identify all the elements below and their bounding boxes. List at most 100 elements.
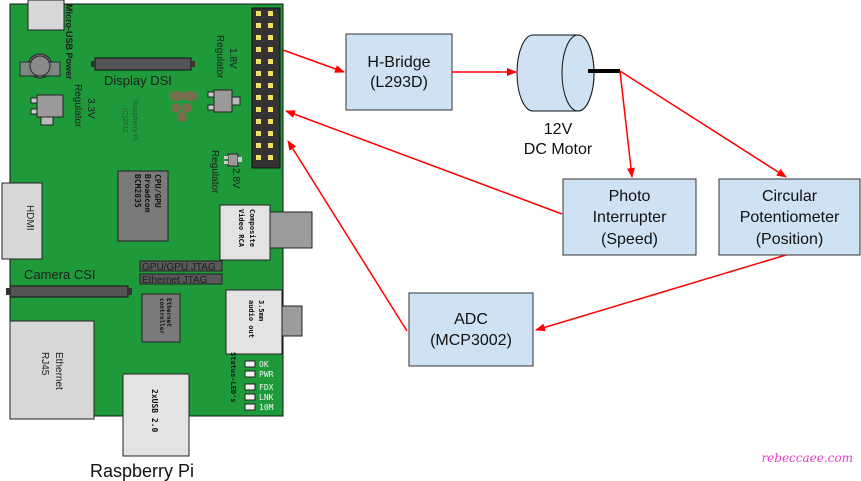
gpio-header (251, 7, 281, 169)
camera-csi-label: Camera CSI (24, 267, 96, 282)
photo-label-1: Photo (609, 188, 651, 205)
ethernet-controller (141, 293, 181, 343)
gpio-pin (268, 131, 273, 136)
usb-label: 2xUSB 2.0 (150, 389, 159, 433)
status-led (244, 360, 256, 368)
gpio-pin (256, 47, 261, 52)
status-led-label: FDX (259, 383, 274, 392)
arrow-photo-to-pi (285, 110, 563, 215)
hdmi-label: HDMI (24, 205, 35, 231)
reg-33v-label: Regulator (72, 84, 83, 128)
hbridge-label-2: (L293D) (370, 74, 428, 91)
arrow-motor-to-photo (619, 70, 635, 178)
gpio-pin (268, 83, 273, 88)
cpu-label-1: CPU/GPU (153, 174, 162, 208)
audio-label-2: audio out (247, 300, 255, 338)
raspberry-pi-board: Micro-USB Power 3.3V Regulator Display D… (1, 0, 313, 457)
eth-ctrl-label-2: controller (158, 298, 165, 335)
gpio-pin (256, 35, 261, 40)
pot-label-3: (Position) (756, 231, 824, 248)
logo-text-b: (C)2011 (121, 108, 128, 133)
micro-usb-label: Micro-USB Power (64, 4, 74, 80)
status-led-label: OK (259, 360, 269, 369)
gpio-pin (268, 155, 273, 160)
gpio-pin (268, 95, 273, 100)
composite-label-1: Composite (248, 209, 256, 247)
reg-33v-value: 3.3V (85, 98, 96, 119)
adc-label-2: (MCP3002) (430, 332, 512, 349)
micro-usb-connector (27, 0, 65, 31)
gpio-pin (256, 59, 261, 64)
pot-label-2: Potentiometer (740, 209, 840, 226)
adc-block: ADC (MCP3002) (408, 292, 534, 367)
composite-rca (219, 204, 271, 261)
photo-label-2: Interrupter (593, 209, 667, 226)
reg-28v-value: 2.8V (230, 168, 241, 189)
raspberry-logo (169, 91, 198, 122)
gpio-pin (268, 35, 273, 40)
eth-jtag-strip (139, 273, 223, 285)
cpu-chip (117, 170, 169, 242)
gpu-jtag-label: GPU/GPU JTAG (142, 262, 216, 273)
gpio-pin (256, 155, 261, 160)
status-led (244, 383, 256, 391)
audio-jack (225, 289, 283, 355)
gpio-pin (256, 83, 261, 88)
eth-jtag-label: Ethernet JTAG (142, 275, 208, 286)
audio-label-1: 3.5mm (257, 300, 265, 321)
hbridge-block: H-Bridge (L293D) (345, 33, 453, 111)
gpio-pin (256, 131, 261, 136)
camera-csi-connector (9, 285, 129, 298)
cpu-label-2: Broadcom (143, 174, 152, 213)
gpu-jtag-strip (139, 260, 223, 272)
motor-label-1: 12V (544, 121, 573, 138)
regulator-28v (227, 153, 239, 167)
gpio-pin (268, 23, 273, 28)
status-leds-label: Status-LED's (229, 352, 237, 403)
gpio-pin (268, 119, 273, 124)
cpu-label-3: BCM2835 (133, 174, 142, 208)
regulator-33v (36, 94, 64, 118)
ethernet-label-1: Ethernet (53, 352, 64, 390)
connection-arrows (282, 49, 787, 332)
arrow-gpio-to-hbridge (282, 49, 345, 73)
pot-label-1: Circular (762, 188, 818, 205)
gpio-pin (256, 107, 261, 112)
hdmi-port (1, 182, 43, 260)
gpio-pin (268, 47, 273, 52)
gpio-pin (256, 143, 261, 148)
logo-text-a: Raspberry Pi (131, 100, 138, 141)
status-led-label: 10M (259, 403, 274, 412)
gpio-pin (256, 71, 261, 76)
status-led (244, 370, 256, 378)
gpio-pin (256, 95, 261, 100)
photo-interrupter-block: Photo Interrupter (Speed) (562, 178, 697, 256)
ethernet-rj45 (9, 320, 95, 420)
reg-18v-label: Regulator (214, 35, 225, 79)
gpio-pin (268, 71, 273, 76)
arrow-adc-to-pi (287, 140, 408, 332)
motor-label-2: DC Motor (524, 141, 593, 158)
pi-caption: Raspberry Pi (90, 461, 194, 481)
reg-18v-value: 1.8V (227, 48, 238, 69)
status-led (244, 403, 256, 411)
eth-ctrl-label-1: Ethernet (165, 298, 172, 327)
gpio-pin (268, 59, 273, 64)
regulator-18v (213, 89, 233, 113)
dc-motor (516, 34, 620, 112)
composite-label-2: Video RCA (237, 209, 245, 248)
display-dsi-connector (94, 57, 192, 71)
gpio-pin (256, 23, 261, 28)
status-led-label: LNK (259, 393, 274, 402)
reg-28v-label: Regulator (209, 150, 220, 194)
gpio-pin (268, 143, 273, 148)
gpio-pin (268, 107, 273, 112)
usb-port (122, 373, 190, 457)
potentiometer-block: Circular Potentiometer (Position) (718, 178, 861, 256)
hbridge-label-1: H-Bridge (367, 54, 430, 71)
adc-label-1: ADC (454, 311, 488, 328)
ethernet-label-2: RJ45 (39, 352, 50, 376)
arrow-pot-to-adc (535, 254, 787, 332)
